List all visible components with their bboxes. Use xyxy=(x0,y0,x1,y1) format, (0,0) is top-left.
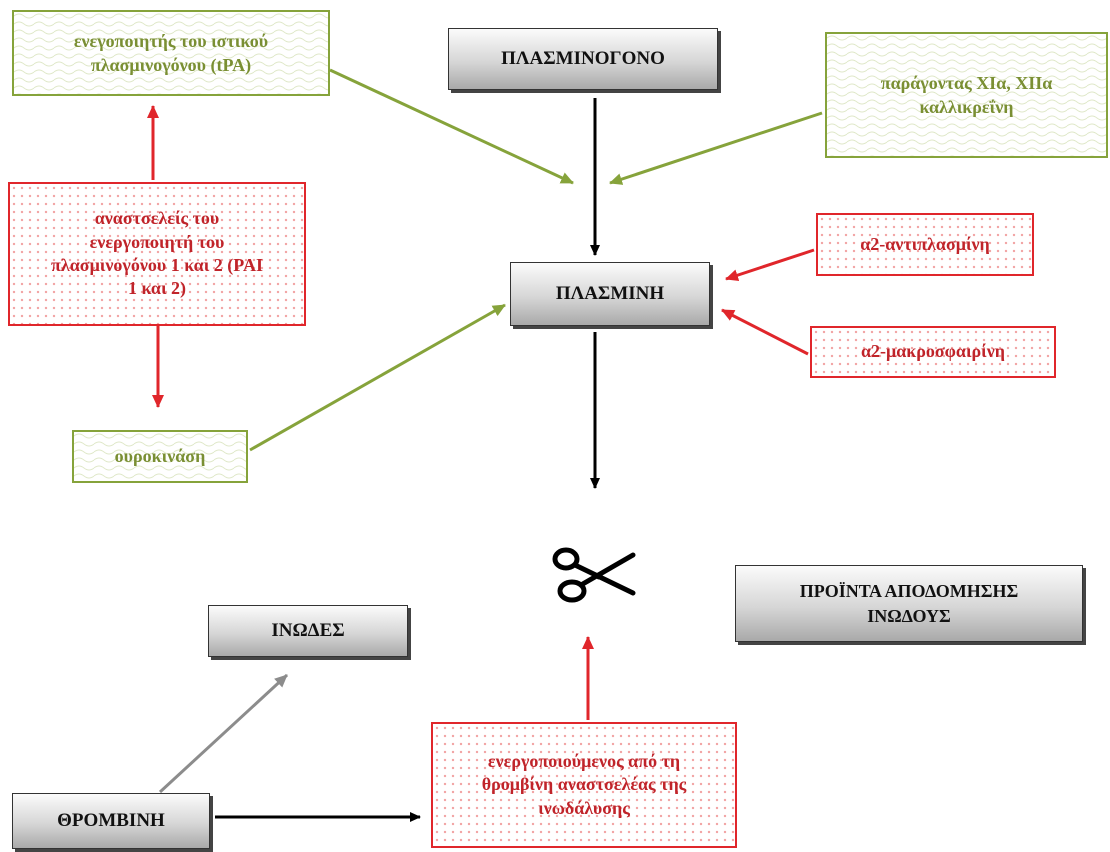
plasminogen-node: ΠΛΑΣΜΙΝΟΓΟΝΟ xyxy=(448,28,718,90)
fibrin-node: ΙΝΩΔΕΣ xyxy=(208,605,408,657)
tpa-activator-box: ενεγοποιητής του ιστικού πλασμινογόνου (… xyxy=(12,10,330,96)
arrow-factors-activate xyxy=(609,111,823,185)
arrow-tpa-activates xyxy=(329,68,574,185)
arrow-urokinase-activates xyxy=(249,303,506,452)
factors-activator-box: παράγοντας ΧΙα, ΧΙΙα καλλικρεΐνη xyxy=(825,32,1108,158)
thrombin-node: ΘΡΟΜΒΙΝΗ xyxy=(12,793,210,849)
arrow-thrombin-to-fibrin xyxy=(158,673,289,794)
pai-inhibitor-box: αναστσελείς του ενεργοποιητή του πλασμιν… xyxy=(8,182,306,326)
tafi-inhibitor-box: ενεργοποιούμενος από τη θρομβίνη αναστσε… xyxy=(431,722,737,848)
urokinase-activator-box: ουροκινάση xyxy=(72,430,248,483)
scissors-icon xyxy=(550,545,640,605)
fibrin-degradation-products-node: ΠΡΟΪΝΤΑ ΑΠΟΔΟΜΗΣΗΣ ΙΝΩΔΟΥΣ xyxy=(735,565,1083,642)
arrow-antiplasmin-inhibits xyxy=(725,248,815,281)
antiplasmin-inhibitor-box: α2-αντιπλασμίνη xyxy=(816,213,1034,276)
plasmin-node: ΠΛΑΣΜΙΝΗ xyxy=(510,262,710,326)
arrow-macroglobulin-inhibits xyxy=(721,308,809,356)
macroglobulin-inhibitor-box: α2-μακροσφαιρίνη xyxy=(810,326,1056,378)
